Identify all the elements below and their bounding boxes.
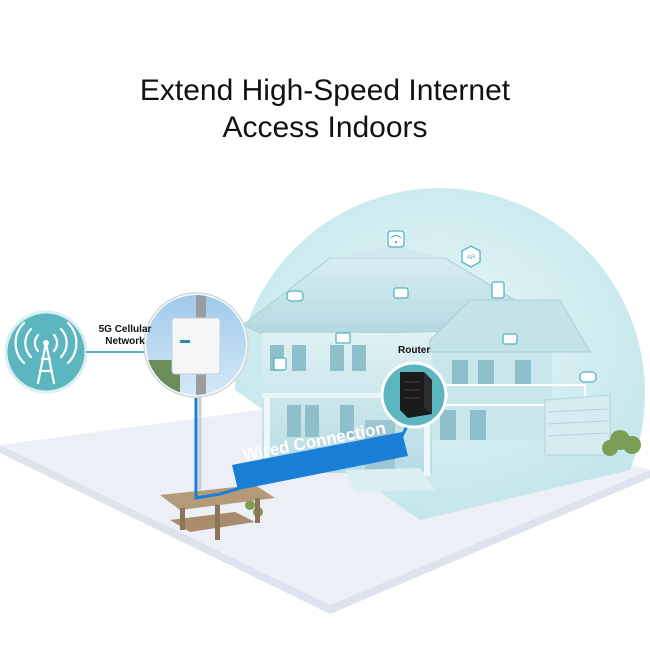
gamepad-icon xyxy=(286,290,304,302)
router-badge xyxy=(380,361,448,429)
bushes xyxy=(245,430,641,517)
router-label: Router xyxy=(398,345,431,356)
outdoor-cpe-icon xyxy=(171,317,221,375)
tv-icon xyxy=(335,332,351,344)
cell-tower-badge xyxy=(4,310,88,394)
headline: Extend High-Speed Internet Access Indoor… xyxy=(0,72,650,146)
cell-tower-icon xyxy=(14,321,78,385)
ar-icon: AR xyxy=(461,245,481,268)
headline-line-2: Access Indoors xyxy=(222,111,428,145)
device-icons: AR xyxy=(273,230,597,383)
cellular-label-line-1: 5G Cellular xyxy=(98,324,152,335)
gamepad-icon-right xyxy=(579,371,597,383)
cellular-network-label: 5G Cellular Network xyxy=(95,324,155,348)
4k-icon xyxy=(393,287,409,299)
phone-icon xyxy=(491,281,505,299)
picnic-table xyxy=(160,485,275,540)
4k-icon-right xyxy=(502,333,518,345)
headline-line-1: Extend High-Speed Internet xyxy=(139,74,511,108)
outdoor-cpe-badge xyxy=(143,292,249,398)
wifi-icon-left xyxy=(273,357,287,371)
wired-cable xyxy=(194,398,412,500)
wired-connection-banner xyxy=(232,432,408,490)
router-icon xyxy=(400,372,432,418)
svg-text:AR: AR xyxy=(467,255,476,261)
cellular-label-line-2: Network xyxy=(105,336,145,347)
house xyxy=(242,245,611,492)
wifi-icon xyxy=(387,230,405,248)
